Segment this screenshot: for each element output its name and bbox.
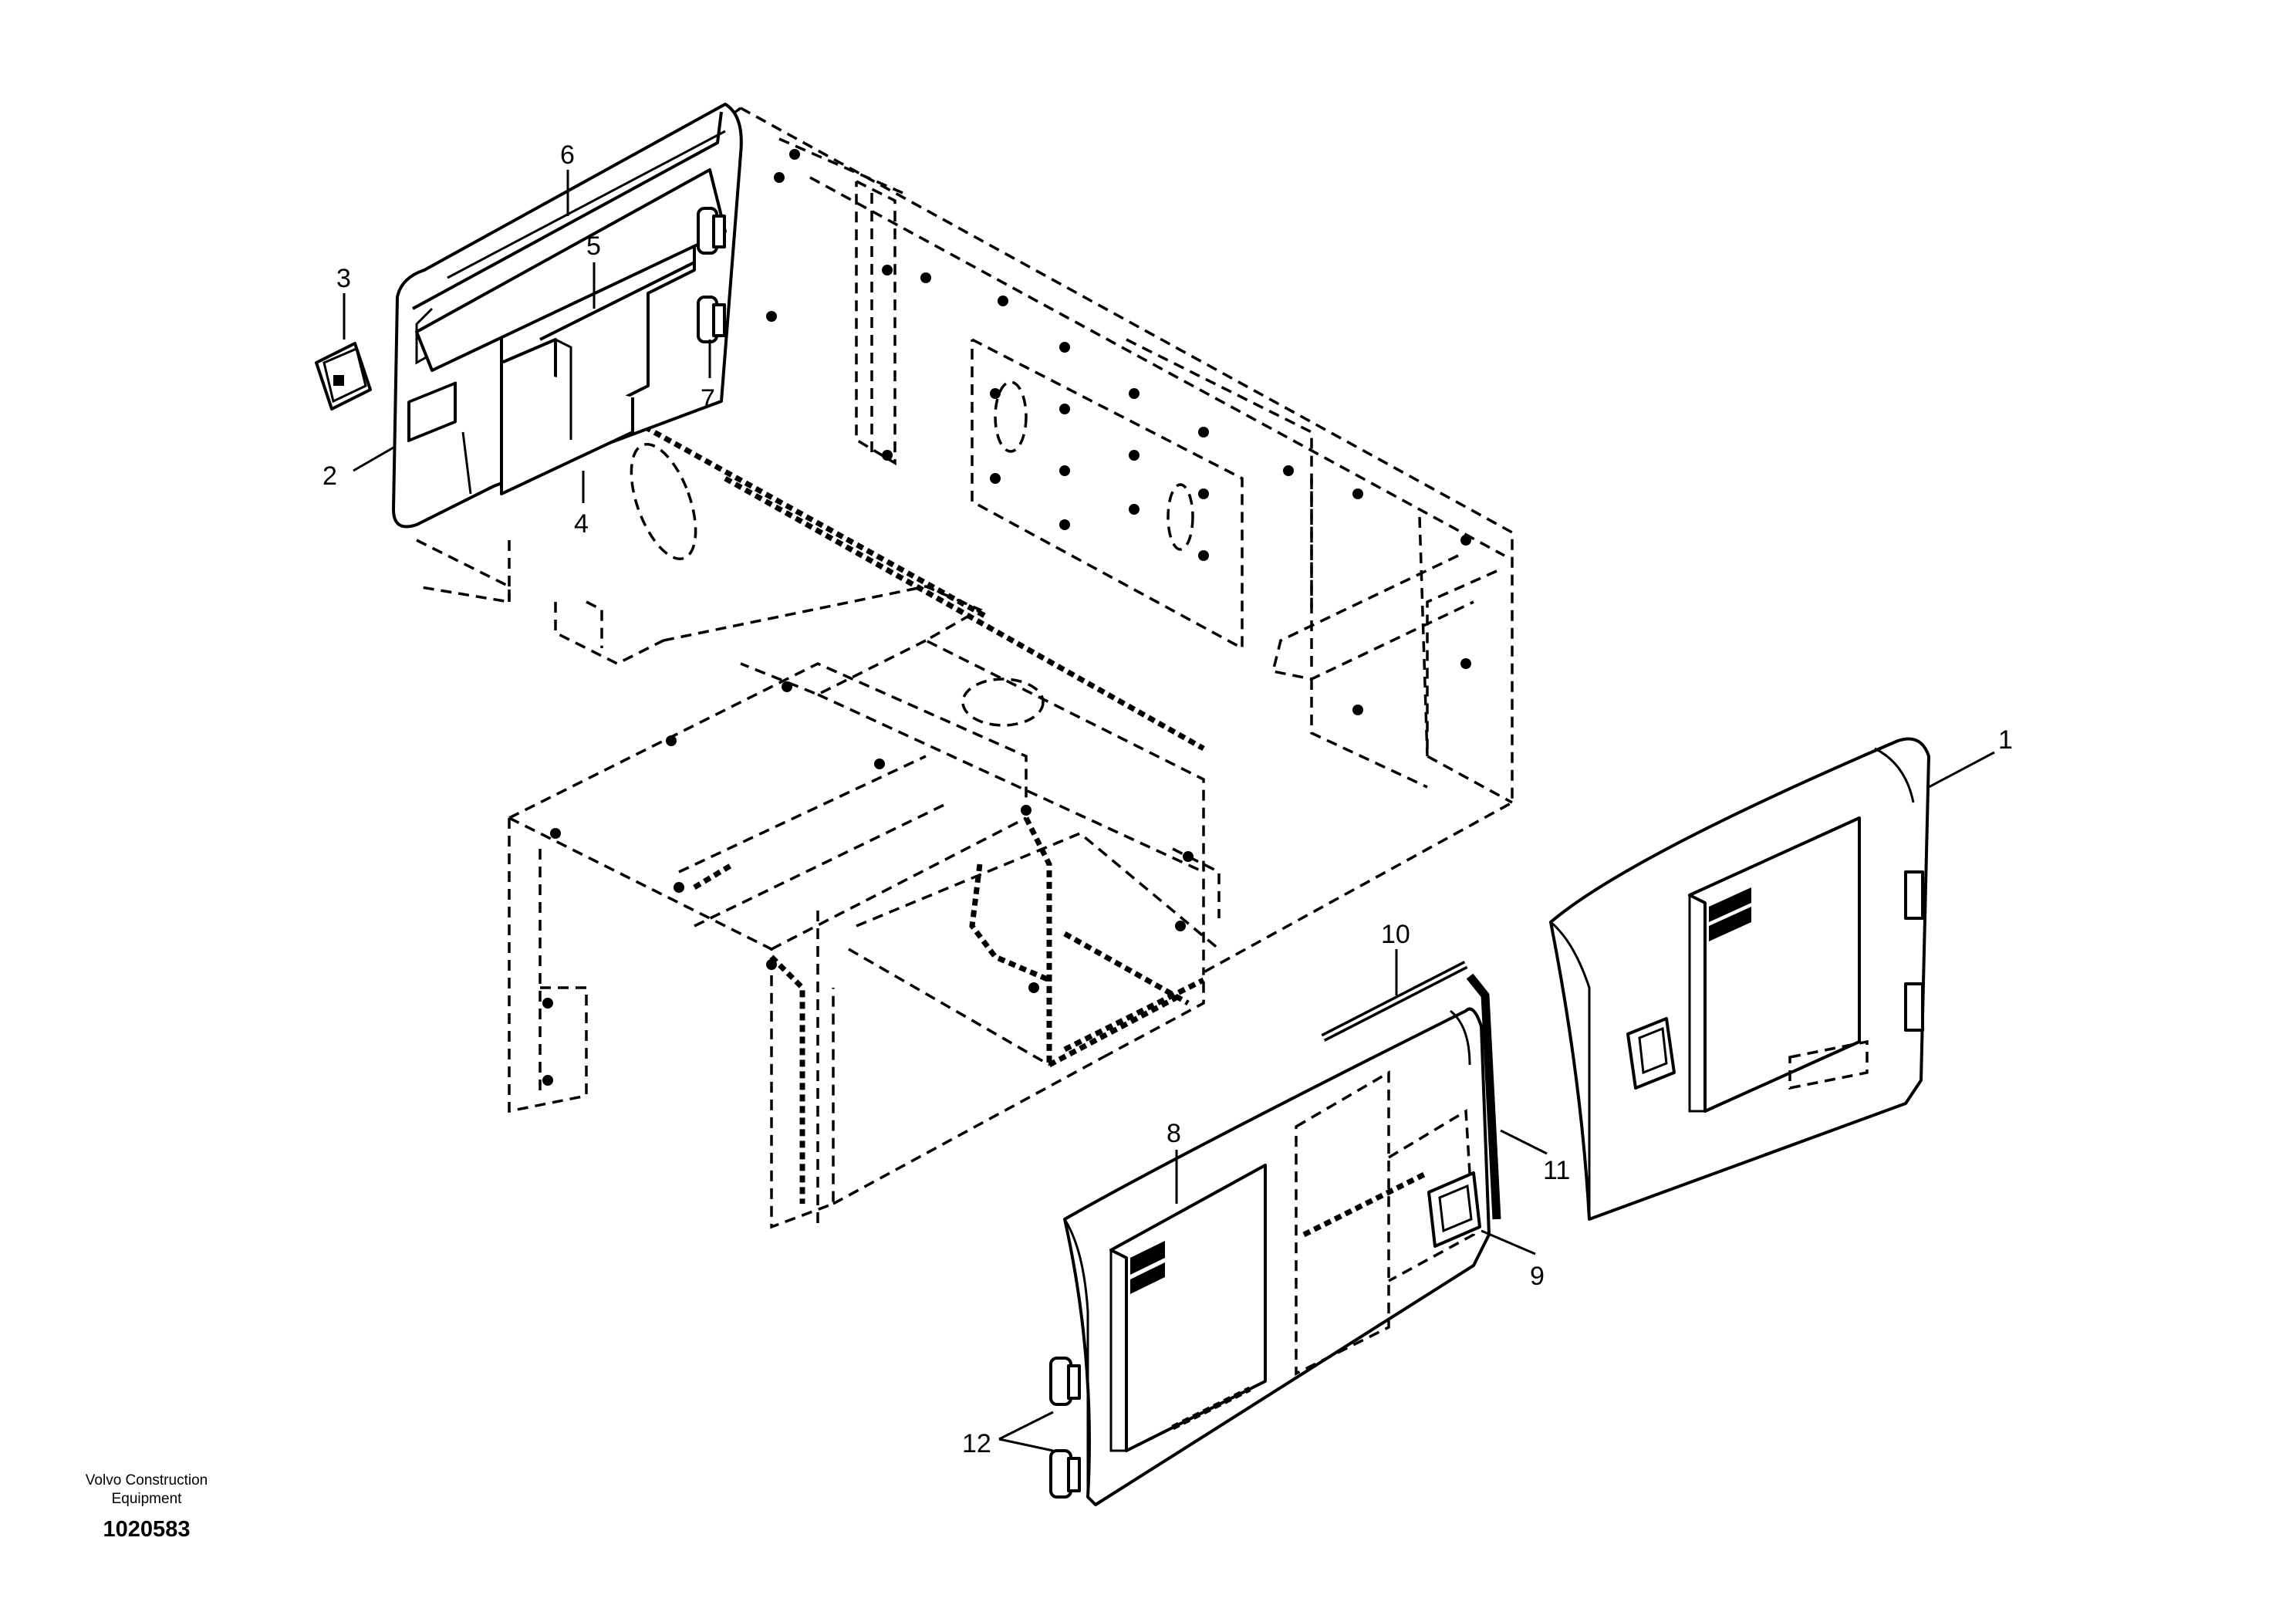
leader-lines xyxy=(343,170,1995,1452)
callout-3: 3 xyxy=(336,264,351,293)
document-number: 1020583 xyxy=(103,1517,191,1542)
callout-1: 1 xyxy=(1998,725,2013,755)
door-latch xyxy=(1427,1171,1481,1248)
callout-9: 9 xyxy=(1530,1262,1545,1291)
callout-2: 2 xyxy=(322,461,337,491)
frame-bolts xyxy=(542,149,1471,1086)
insulation-pad xyxy=(500,230,696,495)
callout-11: 11 xyxy=(1543,1156,1570,1185)
right-side-door xyxy=(1549,737,1930,1221)
maker-name-line1: Volvo Construction xyxy=(85,1472,208,1489)
callout-10: 10 xyxy=(1381,920,1410,949)
panel-hinges xyxy=(697,207,726,343)
callout-5: 5 xyxy=(586,231,601,261)
maker-name-line2: Equipment xyxy=(111,1491,182,1507)
left-side-door xyxy=(1049,1007,1491,1506)
callout-8: 8 xyxy=(1167,1119,1181,1148)
callout-4: 4 xyxy=(574,509,589,539)
callout-12: 12 xyxy=(962,1429,991,1458)
callout-7: 7 xyxy=(701,384,715,414)
callout-labels: 1 2 3 4 5 6 7 8 9 10 11 12 xyxy=(322,140,2013,1458)
latch-part xyxy=(315,342,372,411)
door-seals xyxy=(1321,961,1501,1220)
callout-6: 6 xyxy=(560,140,575,170)
